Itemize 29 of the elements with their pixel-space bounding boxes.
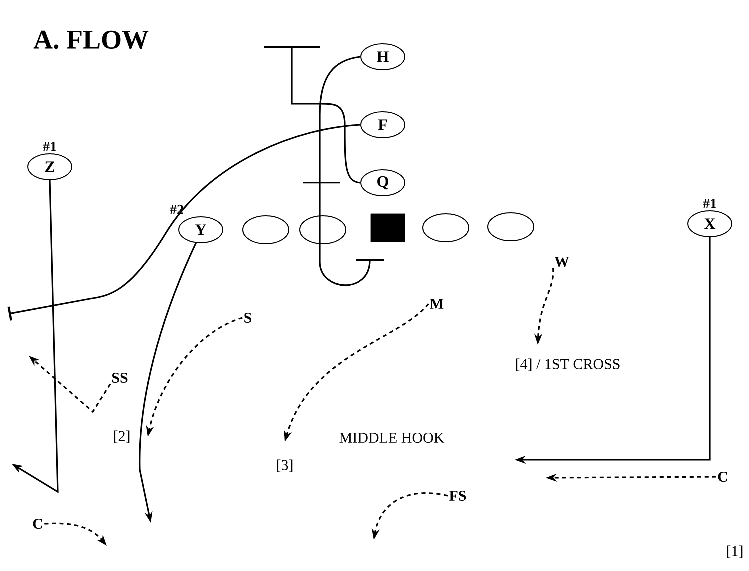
player-oval: Y [178,216,224,244]
player-oval: X [688,210,732,238]
position-number: #1 [43,142,56,152]
player-oval: Q [360,170,406,196]
lineman-oval [242,216,290,244]
title: A. FLOW [34,30,149,50]
player-oval: F [360,112,406,138]
route-line [264,46,361,184]
route-line [319,56,384,286]
lineman-oval [422,214,470,242]
defender-label: W [554,256,570,268]
route-line [8,124,361,321]
zone-label: [4] / 1ST CROSS [514,358,622,372]
lineman-oval [300,216,346,244]
defender-label: SS [112,372,128,384]
zone-label: [2] [112,430,132,444]
position-number: #1 [703,199,716,208]
defender-label: S [244,312,252,324]
center-square [370,214,406,242]
lineman-oval [488,212,534,242]
defender-label: FS [450,490,466,502]
defender-label: M [430,299,444,309]
player-oval: H [360,44,406,70]
zone-label: [3] [275,458,295,474]
defender-label: C [718,472,728,482]
defender-label: C [33,518,42,530]
zone-label: MIDDLE HOOK [338,432,446,444]
zone-label: [1] [725,544,745,560]
player-oval: Z [28,154,72,180]
